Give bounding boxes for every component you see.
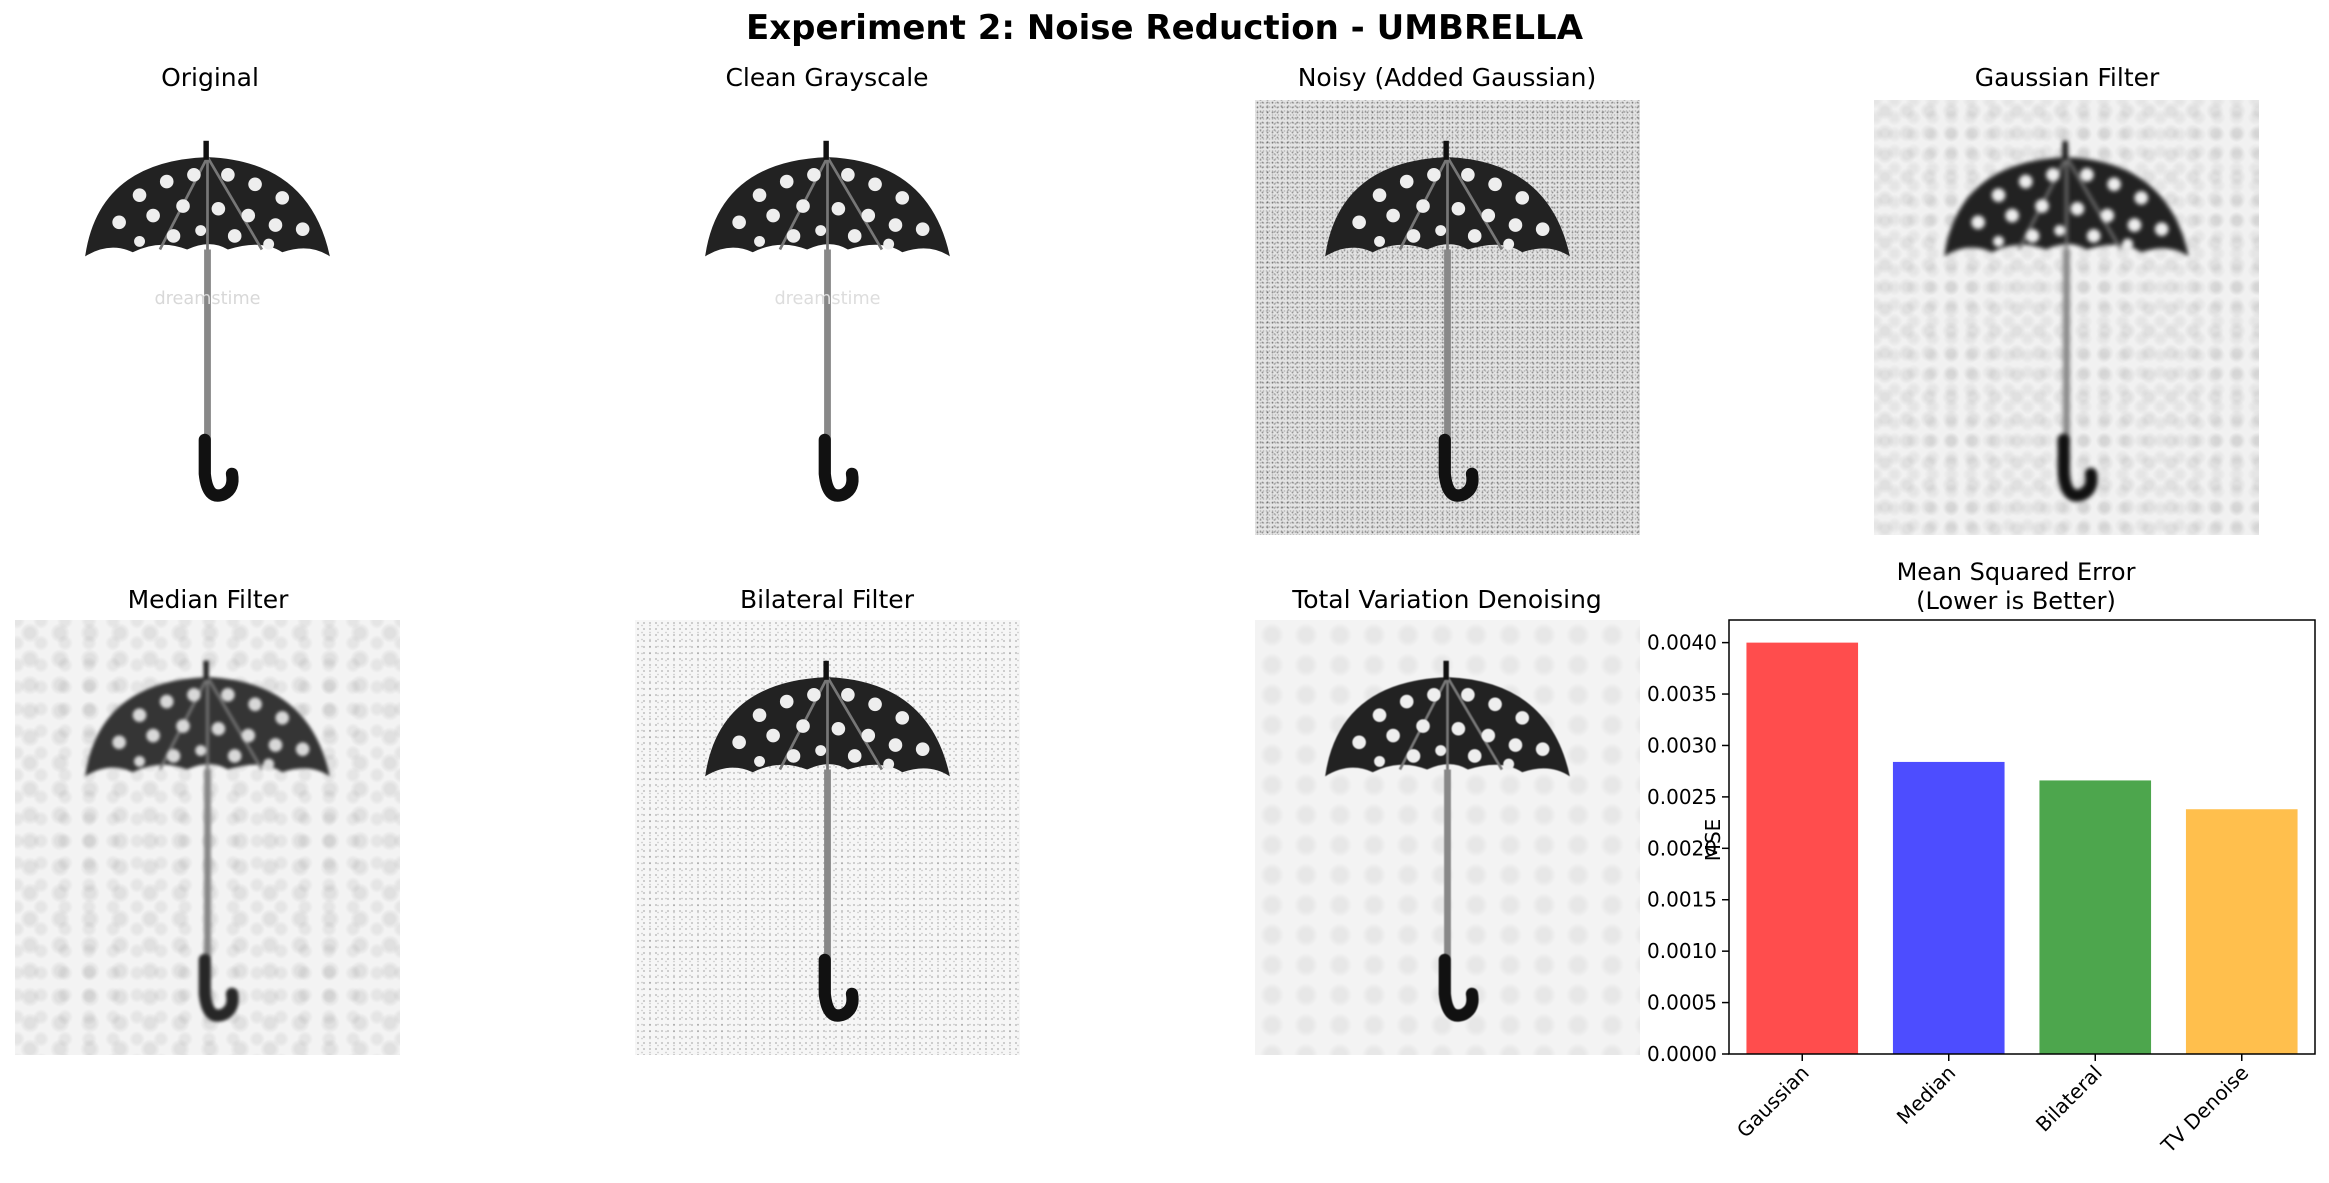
y-tick-label: 0.0005	[1647, 991, 1717, 1015]
y-tick-label: 0.0040	[1647, 631, 1717, 655]
panel-title-tv: Total Variation Denoising	[1292, 585, 1602, 614]
y-tick-label: 0.0020	[1647, 836, 1717, 860]
bar-tv-denoise	[2185, 809, 2298, 1054]
x-tick-label: TV Denoise	[2156, 1061, 2254, 1159]
image-median-filter	[15, 620, 400, 1055]
bar-median	[1892, 761, 2005, 1054]
image-noisy	[1255, 100, 1640, 535]
panel-title-bilateral: Bilateral Filter	[740, 585, 914, 614]
image-bilateral-filter	[635, 620, 1020, 1055]
chart-title-line-2: (Lower is Better)	[1916, 587, 2116, 615]
panel-title-original: Original	[161, 63, 259, 92]
x-tick-label: Gaussian	[1732, 1061, 1814, 1143]
panel-title-noisy: Noisy (Added Gaussian)	[1297, 63, 1597, 92]
panel-title-median: Median Filter	[127, 585, 289, 614]
y-axis-label: MSE	[1701, 819, 1725, 862]
y-tick-label: 0.0015	[1647, 888, 1717, 912]
image-clean-grayscale: dreamstime	[635, 100, 1020, 535]
bar-gaussian	[1746, 642, 1859, 1054]
x-tick-label: Bilateral	[2031, 1061, 2107, 1137]
watermark-text: dreamstime	[154, 289, 260, 309]
image-gaussian-filter	[1874, 100, 2259, 535]
y-tick-label: 0.0010	[1647, 939, 1717, 963]
panel-title-clean: Clean Grayscale	[725, 63, 929, 92]
y-tick-label: 0.0035	[1647, 682, 1717, 706]
umbrella-image: dreamstime	[15, 100, 400, 535]
y-tick-label: 0.0025	[1647, 785, 1717, 809]
figure-title: Experiment 2: Noise Reduction - UMBRELLA	[745, 8, 1584, 48]
x-tick-label: Median	[1892, 1061, 1960, 1129]
panel-title-gaussian: Gaussian Filter	[1974, 63, 2160, 92]
chart-title-line-1: Mean Squared Error	[1897, 558, 2136, 586]
bar-bilateral	[2039, 780, 2152, 1054]
plot-frame	[1728, 619, 2316, 1055]
image-original: dreamstime	[15, 100, 400, 535]
y-tick-label: 0.0030	[1647, 733, 1717, 757]
image-tv-denoising	[1255, 620, 1640, 1055]
umbrella-image: dreamstime	[635, 100, 1020, 535]
y-tick-label: 0.0000	[1647, 1042, 1717, 1066]
watermark-text: dreamstime	[774, 289, 880, 309]
